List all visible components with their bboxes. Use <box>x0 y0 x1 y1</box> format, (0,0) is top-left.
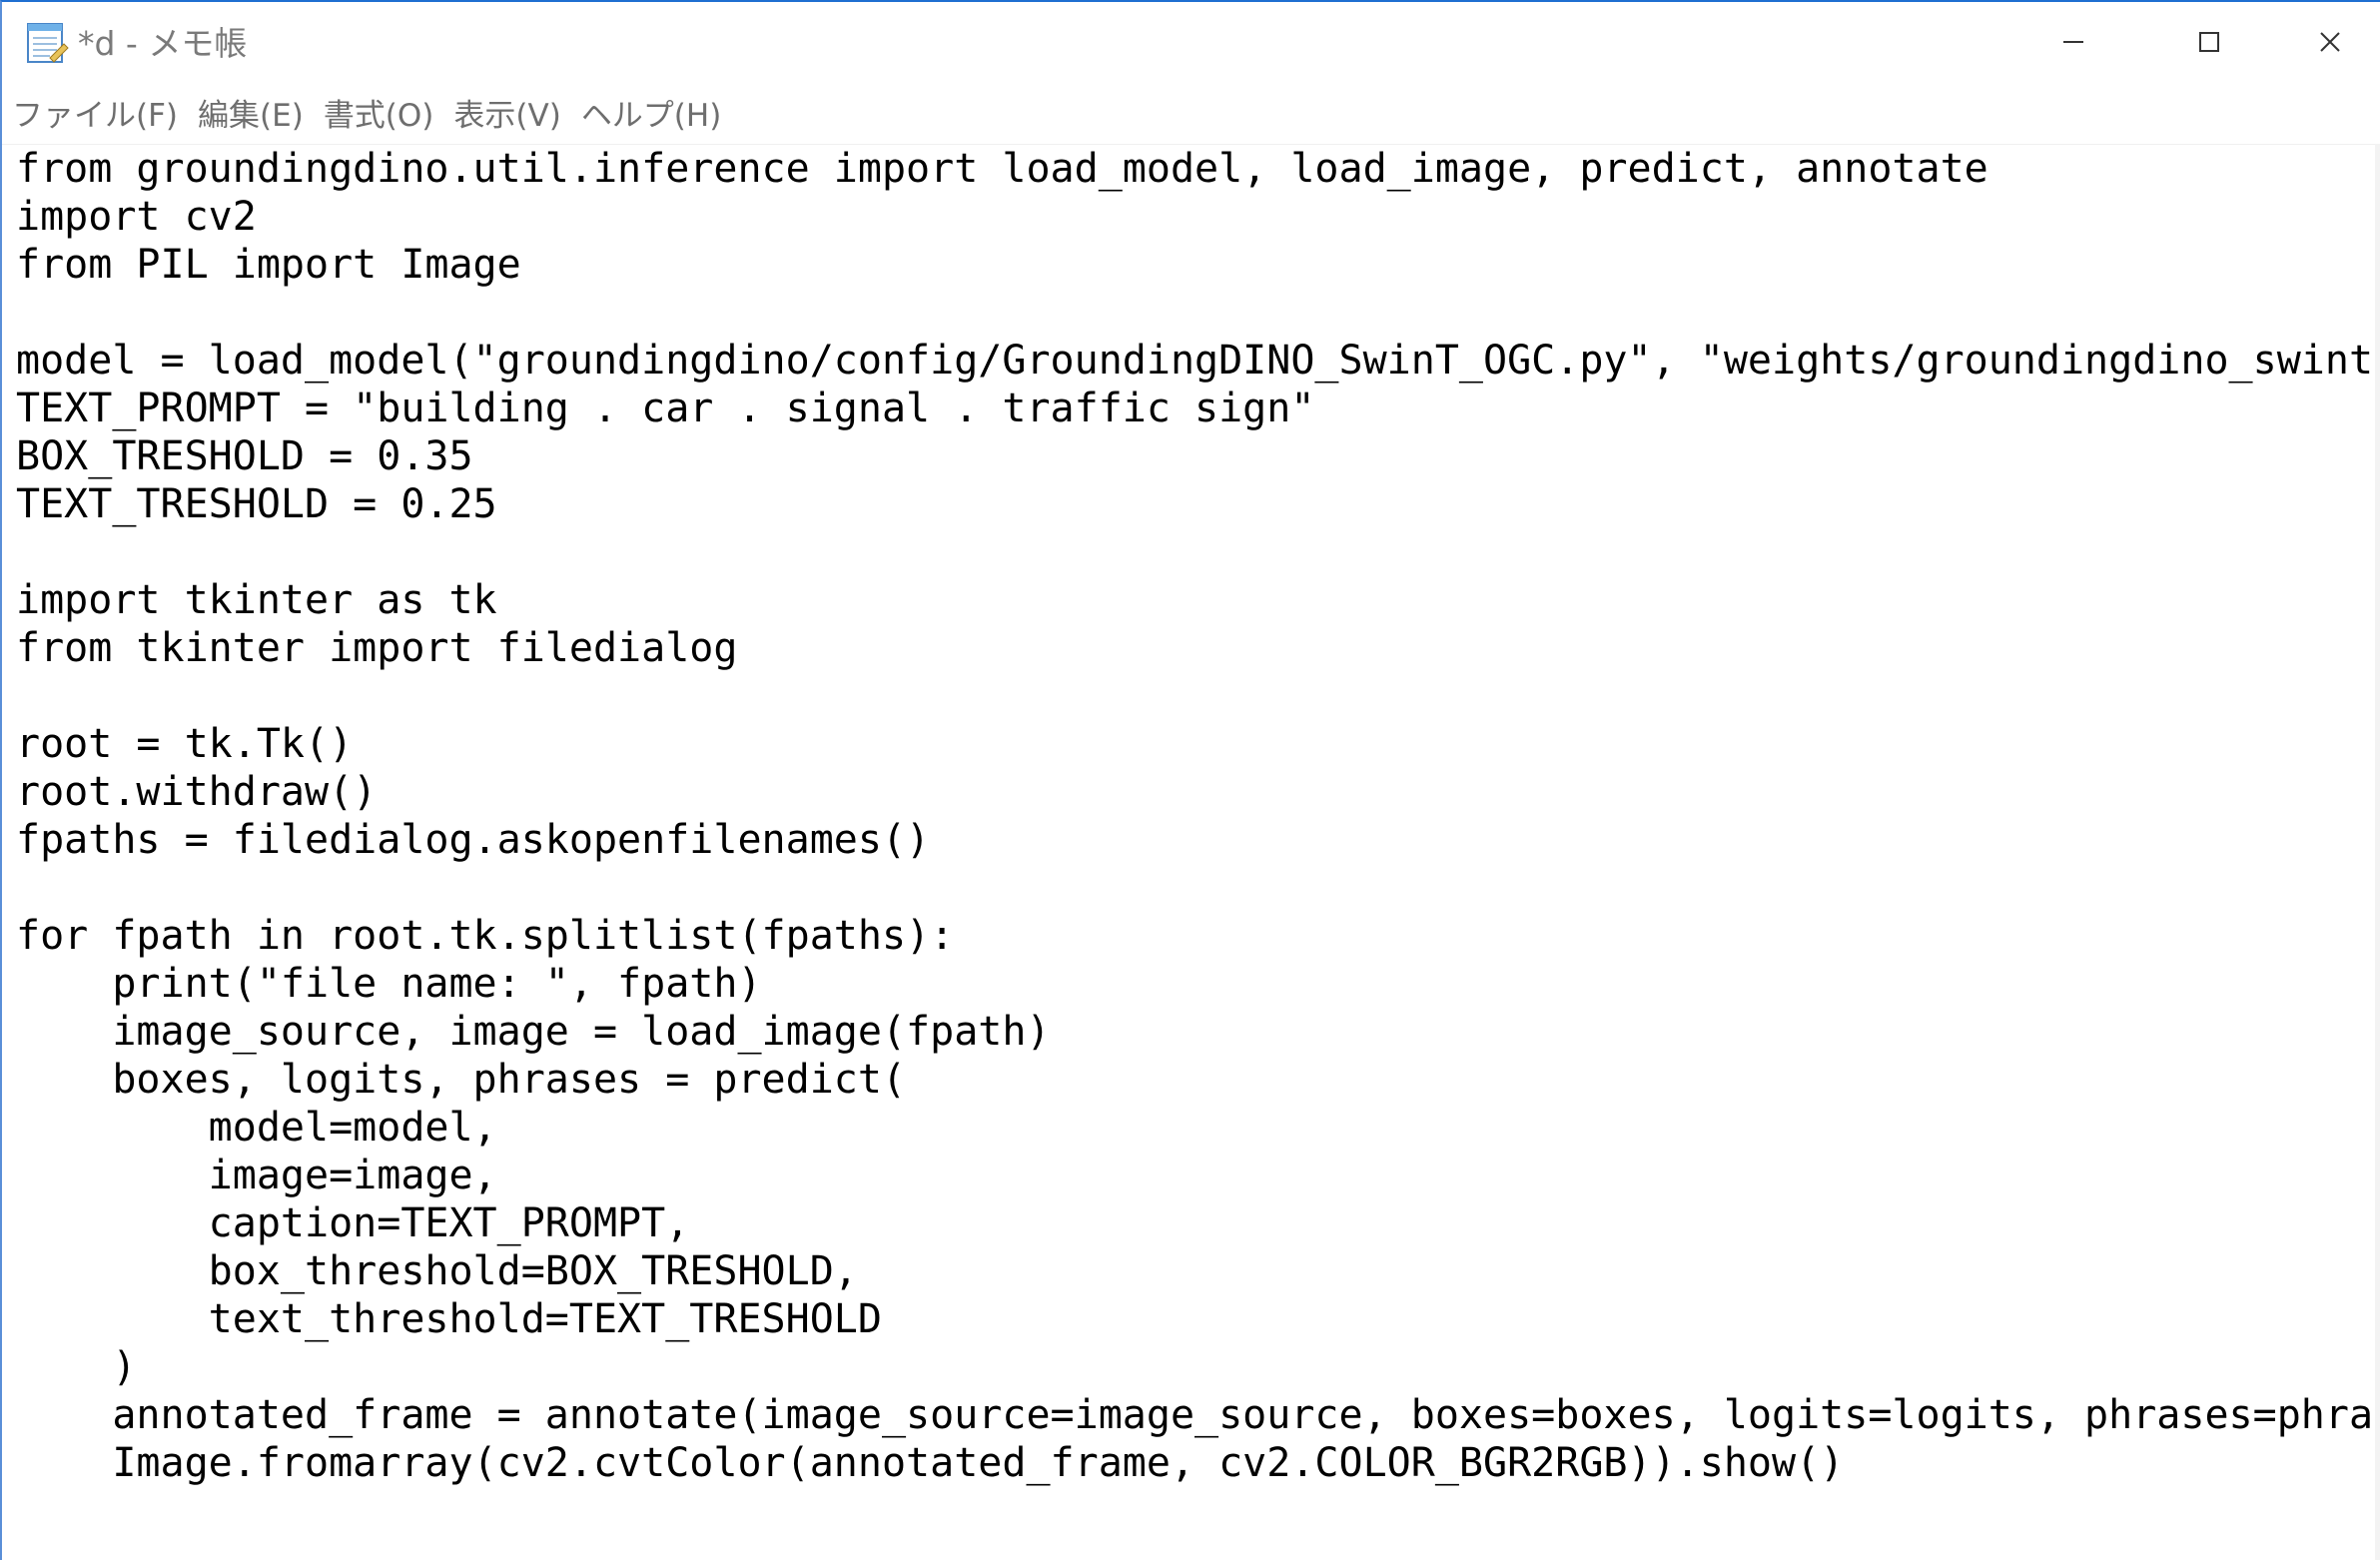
close-button[interactable] <box>2277 2 2380 86</box>
menu-item-edit[interactable]: 編集(E) <box>198 98 304 134</box>
code-line[interactable]: import cv2 <box>16 194 257 240</box>
code-line[interactable]: from tkinter import filedialog <box>16 625 738 671</box>
code-line[interactable]: Image.fromarray(cv2.cvtColor(annotated_f… <box>16 1440 1845 1486</box>
code-line[interactable]: TEXT_TRESHOLD = 0.25 <box>16 481 497 527</box>
code-line[interactable]: fpaths = filedialog.askopenfilenames() <box>16 817 931 863</box>
code-line[interactable]: from groundingdino.util.inference import… <box>16 146 1988 192</box>
code-line[interactable]: import tkinter as tk <box>16 577 497 623</box>
code-line[interactable]: text_threshold=TEXT_TRESHOLD <box>16 1296 882 1342</box>
menu-bar: ファイル(F) 編集(E) 書式(O) 表示(V) ヘルプ(H) <box>2 94 2380 138</box>
code-line[interactable]: for fpath in root.tk.splitlist(fpaths): <box>16 913 955 959</box>
code-line[interactable]: model=model, <box>16 1105 497 1151</box>
minimize-button[interactable] <box>2005 2 2141 86</box>
code-line[interactable] <box>16 864 2373 912</box>
menu-item-view[interactable]: 表示(V) <box>453 98 561 134</box>
code-line[interactable]: from PIL import Image <box>16 242 521 288</box>
code-line[interactable]: box_threshold=BOX_TRESHOLD, <box>16 1248 858 1294</box>
maximize-icon <box>2198 31 2220 57</box>
code-line[interactable]: TEXT_PROMPT = "building . car . signal .… <box>16 386 1315 431</box>
code-line[interactable] <box>16 289 2373 337</box>
code-line[interactable]: root.withdraw() <box>16 769 378 815</box>
code-line[interactable] <box>16 528 2373 576</box>
code-line[interactable]: BOX_TRESHOLD = 0.35 <box>16 433 473 479</box>
vertical-scrollbar[interactable] <box>2375 144 2380 1560</box>
code-line[interactable]: boxes, logits, phrases = predict( <box>16 1057 907 1103</box>
code-line[interactable]: image=image, <box>16 1153 497 1198</box>
menu-item-file[interactable]: ファイル(F) <box>12 98 179 134</box>
code-line[interactable]: ) <box>16 1344 137 1390</box>
code-line[interactable]: print("file name: ", fpath) <box>16 961 762 1007</box>
code-line[interactable]: image_source, image = load_image(fpath) <box>16 1009 1051 1055</box>
menu-item-format[interactable]: 書式(O) <box>323 98 434 134</box>
code-line[interactable]: root = tk.Tk() <box>16 721 354 767</box>
title-bar[interactable]: *d - メモ帳 <box>2 2 2380 86</box>
code-line[interactable]: annotated_frame = annotate(image_source=… <box>16 1392 2374 1438</box>
menu-item-help[interactable]: ヘルプ(H) <box>580 98 722 134</box>
close-icon <box>2319 31 2341 57</box>
text-editor-area[interactable]: from groundingdino.util.inference import… <box>2 144 2380 1560</box>
notepad-icon[interactable] <box>24 18 70 66</box>
code-line[interactable]: model = load_model("groundingdino/config… <box>16 338 2374 384</box>
code-text[interactable]: from groundingdino.util.inference import… <box>16 145 2373 1487</box>
minimize-icon <box>2062 31 2084 57</box>
code-line[interactable]: caption=TEXT_PROMPT, <box>16 1200 690 1246</box>
code-line[interactable] <box>16 672 2373 720</box>
window-title: *d - メモ帳 <box>78 24 248 63</box>
maximize-button[interactable] <box>2141 2 2277 86</box>
